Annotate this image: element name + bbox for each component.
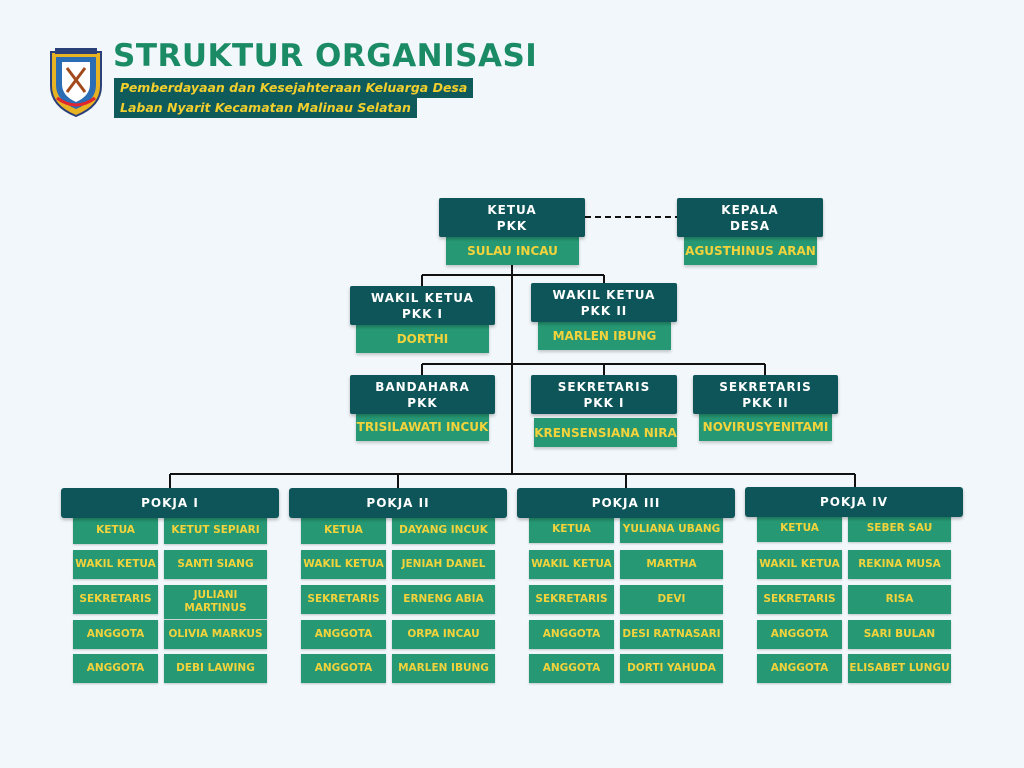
pokja-3-group: KETUA YULIANA UBANG POKJA III WAKIL KETU… bbox=[517, 488, 735, 688]
pokja-2-role-ketua: KETUA bbox=[301, 516, 386, 544]
pokja-3-name-anggota-2: DORTI YAHUDA bbox=[620, 654, 723, 683]
sekretaris-1-role-box: SEKRETARIS PKK I bbox=[531, 375, 677, 414]
wakil1-role-line1: WAKIL KETUA bbox=[371, 290, 474, 305]
sekretaris2-role-line1: SEKRETARIS bbox=[719, 379, 812, 394]
wakil-ketua-2-role-box: WAKIL KETUA PKK II bbox=[531, 283, 677, 322]
pokja-3-name-ketua: YULIANA UBANG bbox=[620, 515, 723, 543]
pokja-2-role-anggota-1: ANGGOTA bbox=[301, 620, 386, 649]
ketua-role-box: KETUA PKK bbox=[439, 198, 585, 237]
pokja-3-role-anggota-1: ANGGOTA bbox=[529, 620, 614, 649]
pokja-1-group: KETUA KETUT SEPIARI POKJA I WAKIL KETUA … bbox=[61, 488, 279, 688]
pokja-4-name-anggota-2: ELISABET LUNGU bbox=[848, 654, 951, 683]
subtitle-line-2: Laban Nyarit Kecamatan Malinau Selatan bbox=[114, 98, 417, 118]
pokja-1-title: POKJA I bbox=[61, 488, 279, 518]
pokja-2-name-anggota-2: MARLEN IBUNG bbox=[392, 654, 495, 683]
regency-emblem-icon bbox=[50, 48, 102, 118]
bendahara-name: TRISILAWATI INCUK bbox=[356, 413, 489, 441]
pokja-1-role-wakil: WAKIL KETUA bbox=[73, 550, 158, 579]
pokja-4-role-anggota-1: ANGGOTA bbox=[757, 620, 842, 649]
pokja-2-group: KETUA DAYANG INCUK POKJA II WAKIL KETUA … bbox=[289, 488, 507, 688]
kepala-desa-role-box: KEPALA DESA bbox=[677, 198, 823, 237]
ketua-name: SULAU INCAU bbox=[446, 237, 579, 265]
sekretaris-2-role-box: SEKRETARIS PKK II bbox=[693, 375, 838, 414]
pokja-2-title: POKJA II bbox=[289, 488, 507, 518]
pokja-1-role-anggota-2: ANGGOTA bbox=[73, 654, 158, 683]
bendahara-role-box: BANDAHARA PKK bbox=[350, 375, 495, 414]
pokja-1-name-wakil: SANTI SIANG bbox=[164, 550, 267, 579]
ketua-role-line1: KETUA bbox=[487, 202, 537, 217]
pokja-2-name-ketua: DAYANG INCUK bbox=[392, 516, 495, 544]
pokja-3-name-sekretaris: DEVI bbox=[620, 585, 723, 614]
pokja-2-name-sekretaris: ERNENG ABIA bbox=[392, 585, 495, 614]
page-title: STRUKTUR ORGANISASI bbox=[113, 38, 538, 74]
pokja-3-role-anggota-2: ANGGOTA bbox=[529, 654, 614, 683]
pokja-3-role-sekretaris: SEKRETARIS bbox=[529, 585, 614, 614]
sekretaris1-role-line2: PKK I bbox=[583, 395, 625, 410]
pokja-1-role-sekretaris: SEKRETARIS bbox=[73, 585, 158, 614]
kepala-desa-name: AGUSTHINUS ARAN bbox=[684, 237, 817, 265]
pokja-1-name-ketua: KETUT SEPIARI bbox=[164, 516, 267, 544]
pokja-4-role-sekretaris: SEKRETARIS bbox=[757, 585, 842, 614]
pokja-3-title: POKJA III bbox=[517, 488, 735, 518]
pokja-1-name-anggota-1: OLIVIA MARKUS bbox=[164, 620, 267, 649]
wakil2-role-line1: WAKIL KETUA bbox=[552, 287, 656, 302]
kepala-role-line2: DESA bbox=[729, 218, 771, 233]
pokja-4-name-ketua: SEBER SAU bbox=[848, 514, 951, 542]
wakil2-role-line2: PKK II bbox=[580, 303, 628, 318]
wakil-ketua-2-name: MARLEN IBUNG bbox=[538, 322, 671, 350]
sekretaris2-role-line2: PKK II bbox=[742, 395, 789, 410]
pokja-4-role-anggota-2: ANGGOTA bbox=[757, 654, 842, 683]
pokja-3-role-wakil: WAKIL KETUA bbox=[529, 550, 614, 579]
sekretaris-1-name: KRENSENSIANA NIRA bbox=[534, 418, 677, 447]
ketua-role-line2: PKK bbox=[496, 218, 528, 233]
pokja-1-name-anggota-2: DEBI LAWING bbox=[164, 654, 267, 683]
pokja-2-role-anggota-2: ANGGOTA bbox=[301, 654, 386, 683]
pokja-4-name-sekretaris: RISA bbox=[848, 585, 951, 614]
subtitle-line-1: Pemberdayaan dan Kesejahteraan Keluarga … bbox=[114, 78, 474, 98]
wakil1-role-line2: PKK I bbox=[401, 306, 444, 321]
pokja-2-role-wakil: WAKIL KETUA bbox=[301, 550, 386, 579]
sekretaris-2-name: NOVIRUSYENITAMI bbox=[699, 413, 832, 441]
sekretaris1-role-line1: SEKRETARIS bbox=[557, 379, 651, 394]
pokja-2-role-sekretaris: SEKRETARIS bbox=[301, 585, 386, 614]
wakil-ketua-1-name: DORTHI bbox=[356, 325, 489, 353]
pokja-4-name-anggota-1: SARI BULAN bbox=[848, 620, 951, 649]
pokja-3-name-anggota-1: DESI RATNASARI bbox=[620, 620, 723, 649]
pokja-2-name-anggota-1: ORPA INCAU bbox=[392, 620, 495, 649]
pokja-4-role-wakil: WAKIL KETUA bbox=[757, 550, 842, 579]
pokja-4-role-ketua: KETUA bbox=[757, 514, 842, 542]
pokja-1-role-anggota-1: ANGGOTA bbox=[73, 620, 158, 649]
pokja-1-name-sekretaris: JULIANI MARTINUS bbox=[164, 585, 267, 619]
pokja-2-name-wakil: JENIAH DANEL bbox=[392, 550, 495, 579]
pokja-1-role-ketua: KETUA bbox=[73, 516, 158, 544]
pokja-4-name-wakil: REKINA MUSA bbox=[848, 550, 951, 579]
bendahara-role-line2: PKK bbox=[407, 395, 438, 410]
pokja-4-title: POKJA IV bbox=[745, 487, 963, 517]
wakil-ketua-1-role-box: WAKIL KETUA PKK I bbox=[350, 286, 495, 325]
pokja-3-name-wakil: MARTHA bbox=[620, 550, 723, 579]
pokja-3-role-ketua: KETUA bbox=[529, 515, 614, 543]
bendahara-role-line1: BANDAHARA bbox=[375, 379, 470, 394]
pokja-4-group: KETUA SEBER SAU POKJA IV WAKIL KETUA REK… bbox=[745, 487, 963, 687]
kepala-role-line1: KEPALA bbox=[721, 202, 779, 217]
